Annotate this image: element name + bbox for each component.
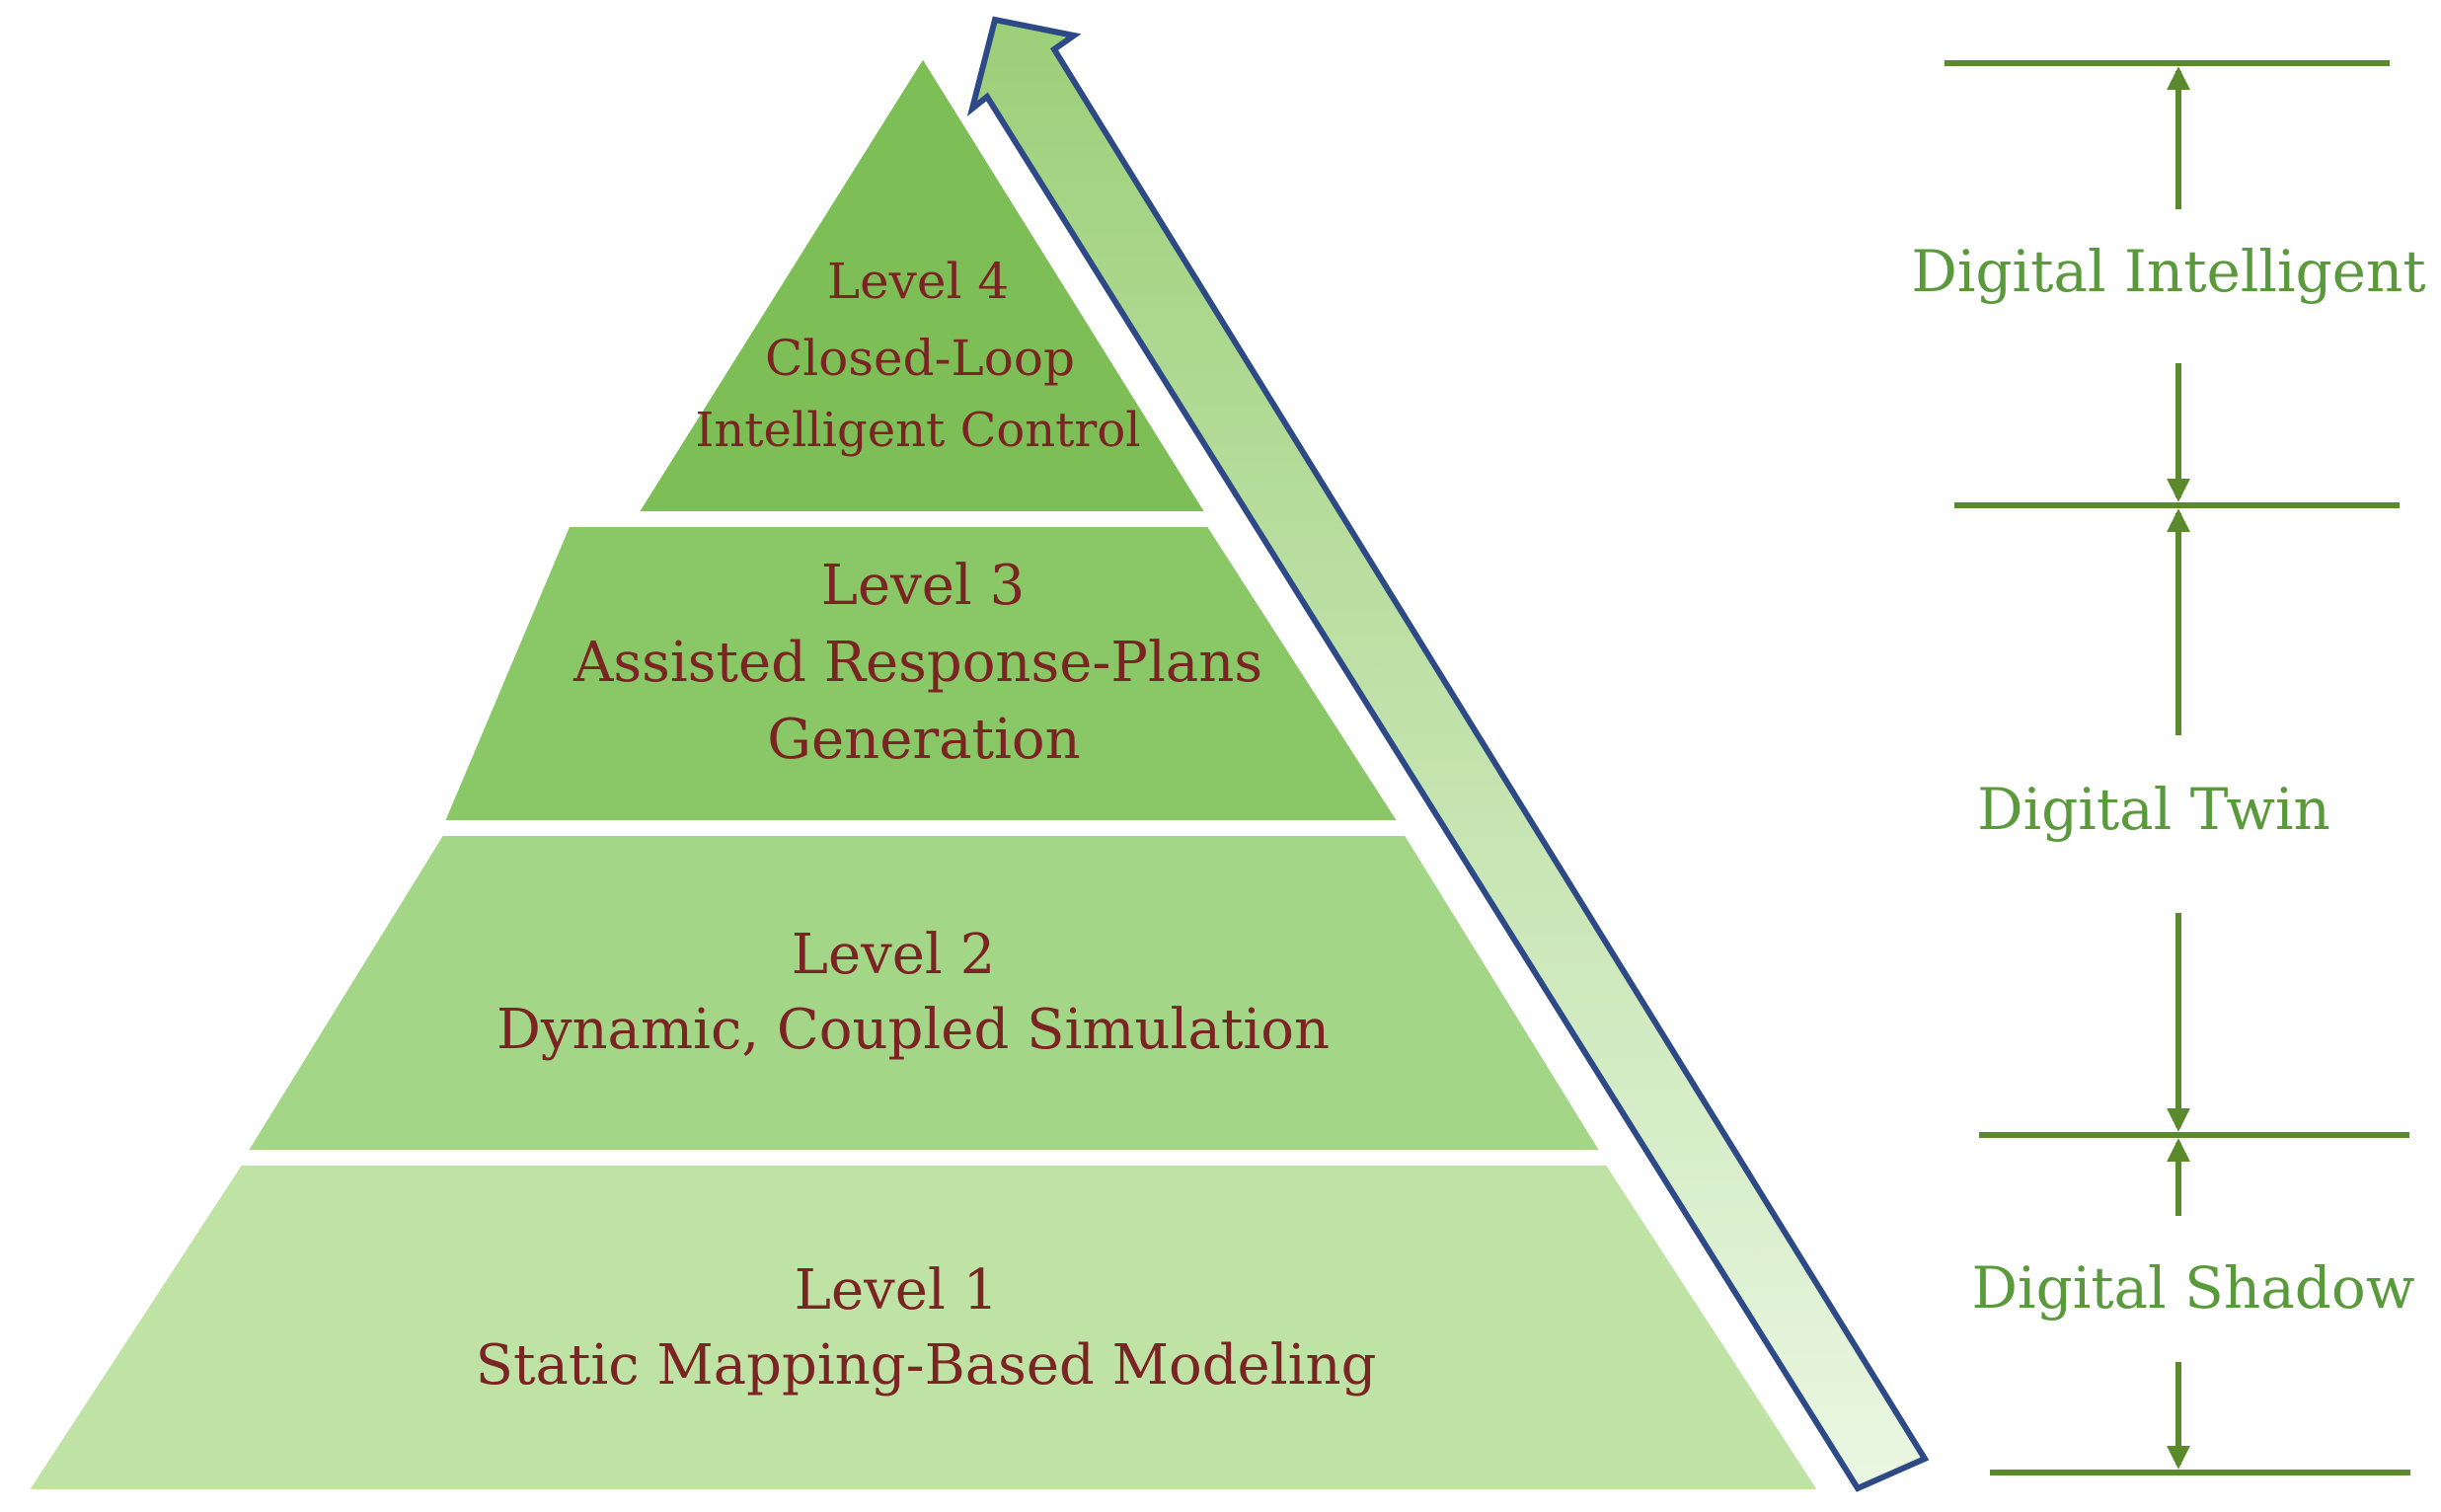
level-3-line-1: Assisted Response-Plans	[572, 631, 1262, 695]
upward-progress-arrow-icon	[966, 16, 1930, 1492]
level-4-title: Level 4	[827, 253, 1009, 310]
stage-label-digital-twin: Digital Twin	[1977, 776, 2330, 843]
stage-label-digital-shadow: Digital Shadow	[1972, 1254, 2415, 1322]
pyramid: Level 4 Closed-Loop Intelligent Control …	[19, 48, 1828, 1495]
pyramid-level-1-band	[19, 1160, 1828, 1495]
level-2-title: Level 2	[792, 923, 995, 987]
level-3-title: Level 3	[821, 554, 1025, 618]
pyramid-level-4-band	[629, 48, 1215, 517]
stage-label-digital-intelligent: Digital Intelligent	[1911, 238, 2425, 305]
level-1-line-1: Static Mapping-Based Modeling	[476, 1333, 1377, 1398]
level-3-line-2: Generation	[767, 708, 1080, 772]
stage-scale: Digital Intelligent Digital Twin Digital…	[1911, 60, 2426, 1475]
level-4-line-1: Closed-Loop	[765, 330, 1075, 387]
level-2-line-1: Dynamic, Coupled Simulation	[496, 998, 1330, 1062]
level-4-line-2: Intelligent Control	[695, 403, 1140, 458]
level-1-title: Level 1	[795, 1258, 998, 1323]
pyramid-level-3-band	[436, 521, 1408, 826]
pyramid-level-2-band	[238, 830, 1610, 1156]
